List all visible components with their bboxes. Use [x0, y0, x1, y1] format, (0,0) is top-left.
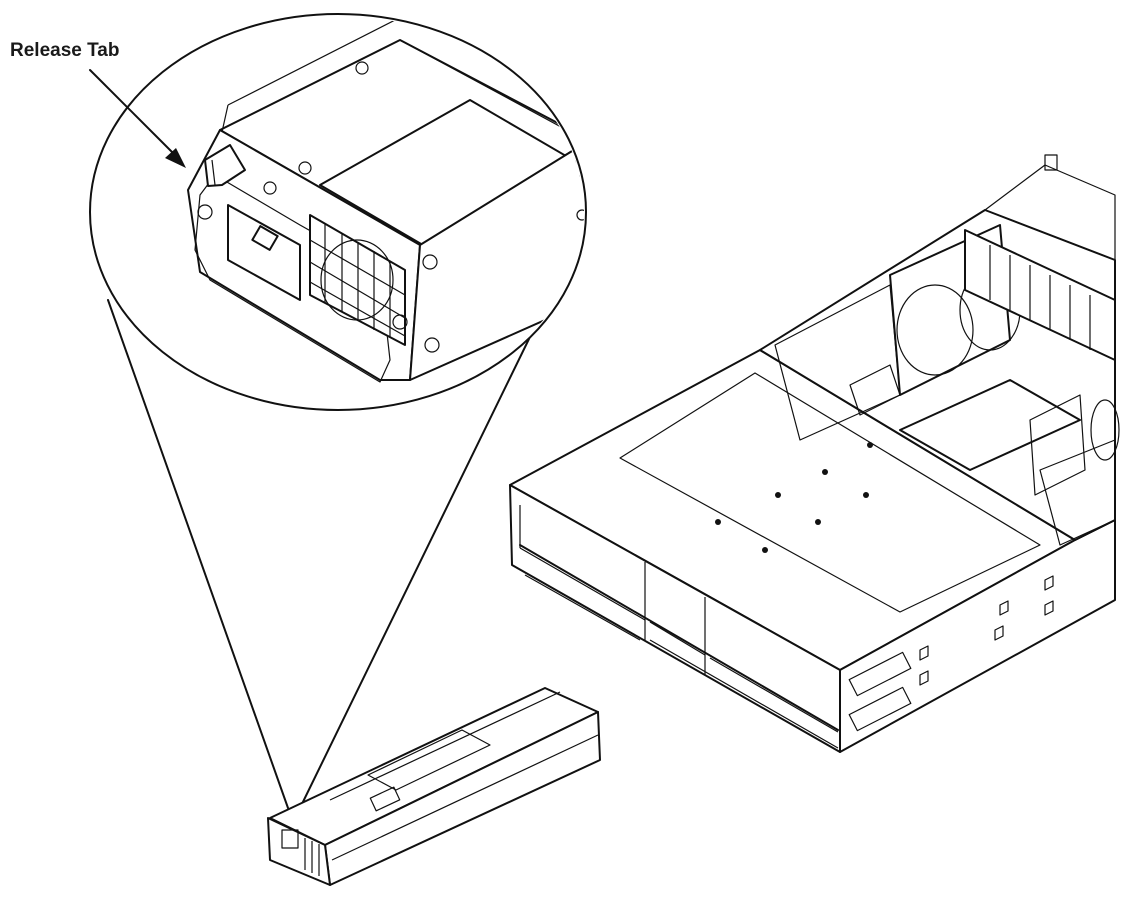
server-chassis	[509, 154, 1120, 753]
power-supply-module	[267, 687, 601, 886]
release-tab	[204, 144, 246, 187]
fan-grille	[309, 223, 406, 338]
psu-fan-grille	[304, 838, 320, 876]
magnifier-detail	[89, 13, 587, 411]
zoom-cone	[107, 299, 549, 809]
chassis-side	[839, 519, 1116, 753]
release-tab-arrow	[89, 69, 186, 168]
chassis-interior	[759, 154, 1120, 546]
front-bays	[519, 505, 839, 749]
release-tab-label: Release Tab	[10, 40, 120, 61]
